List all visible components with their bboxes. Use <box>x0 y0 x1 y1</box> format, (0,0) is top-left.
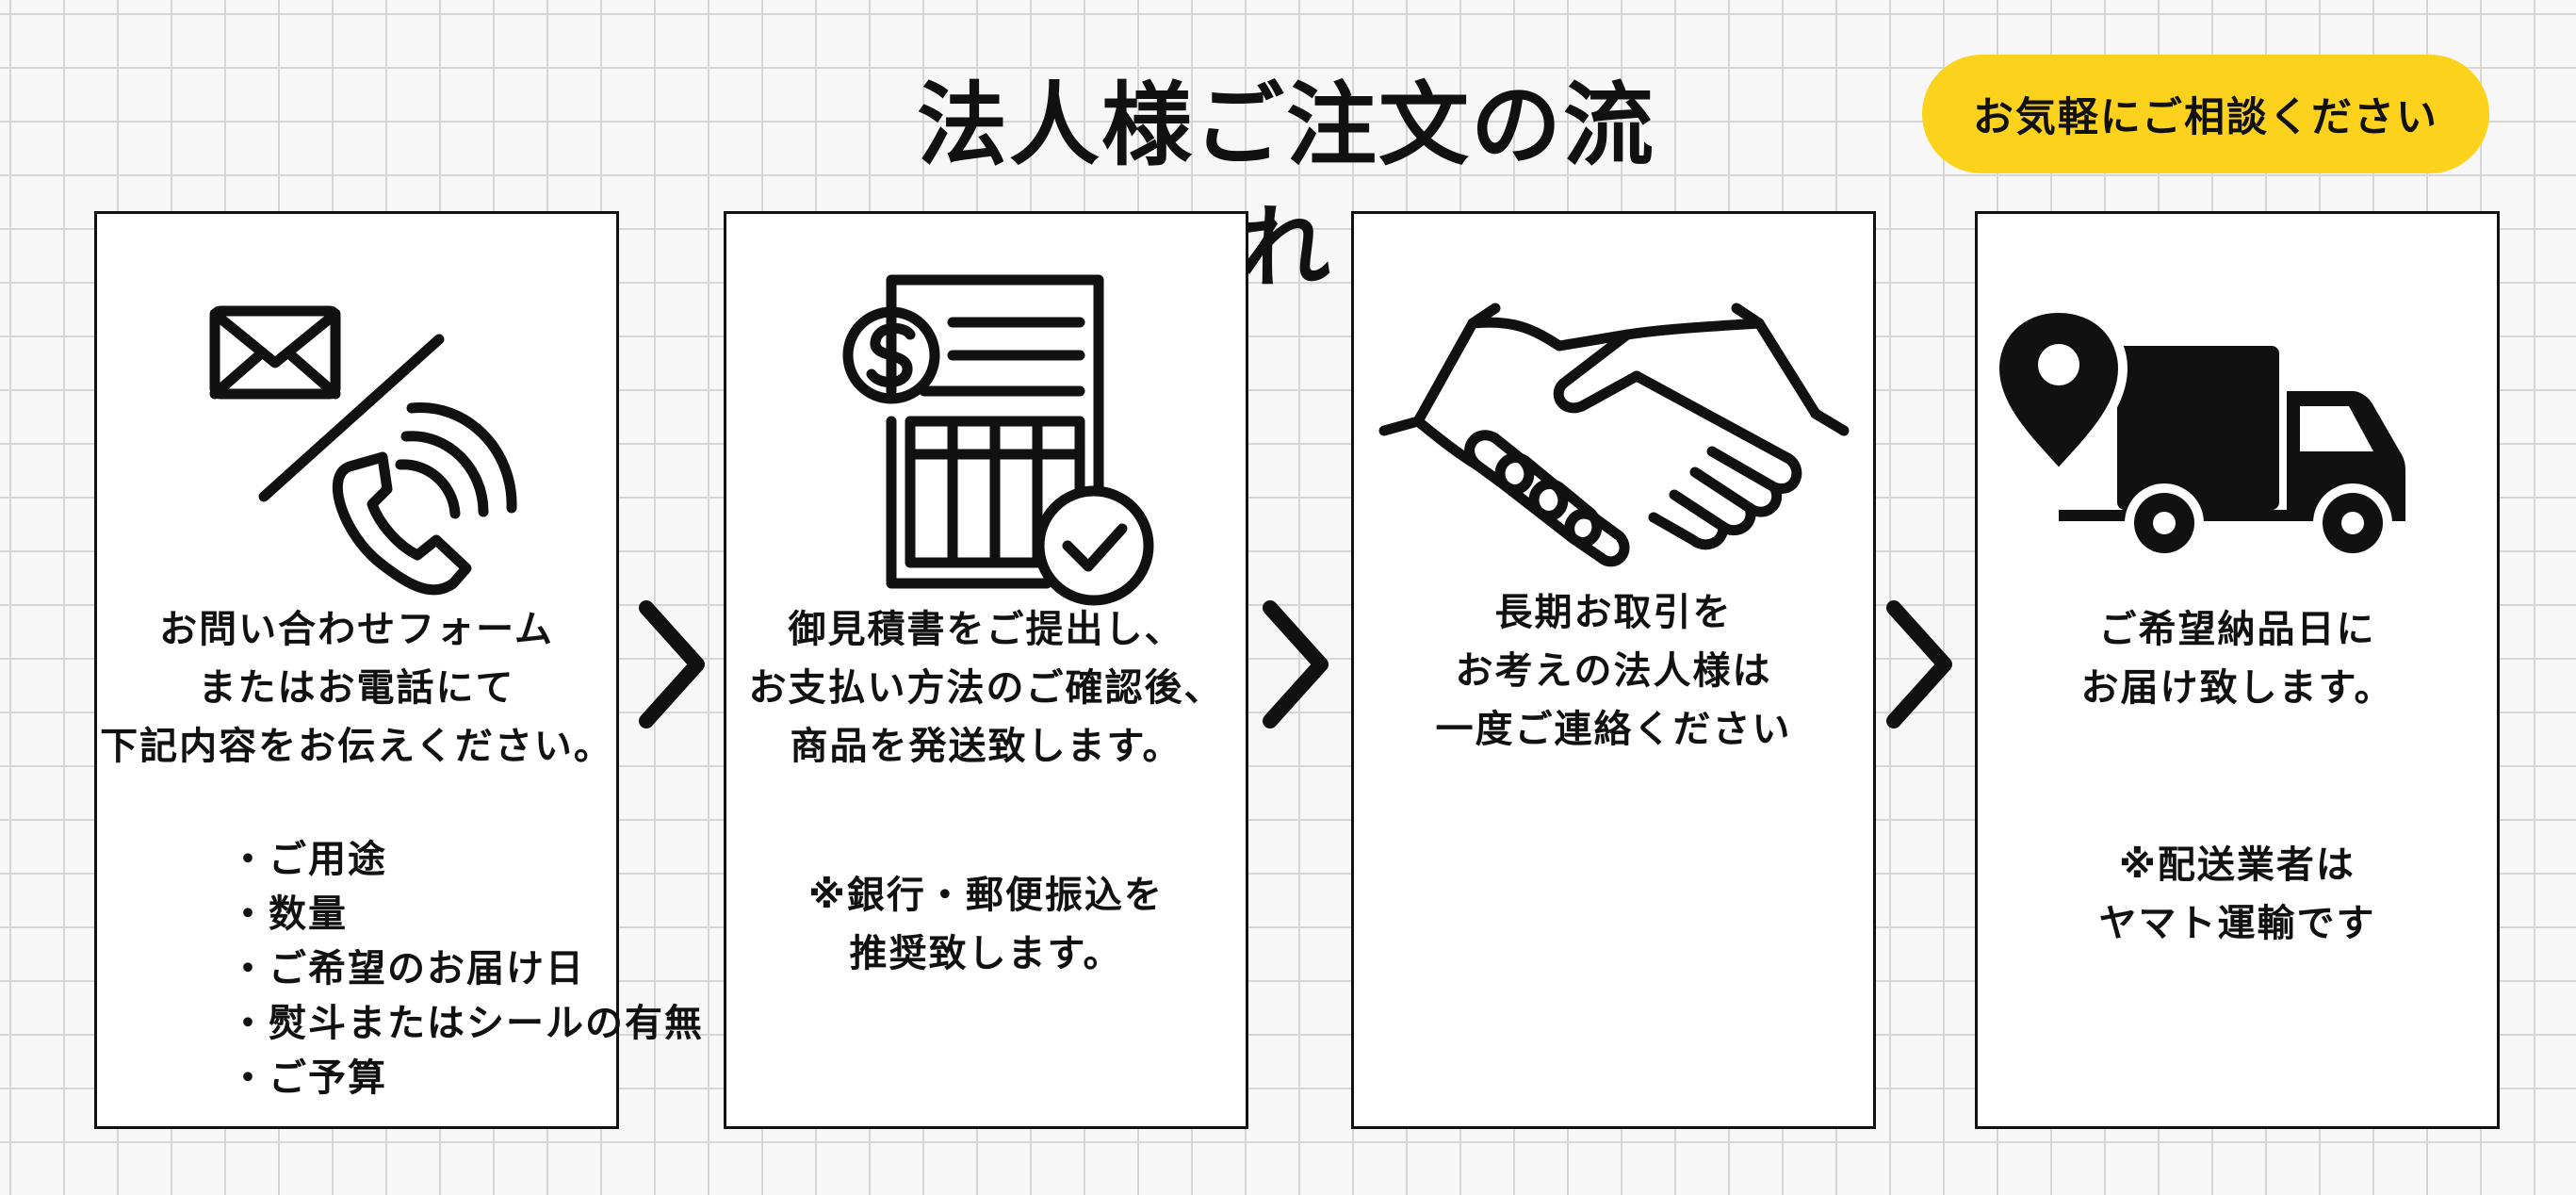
step-4-note-line: ヤマト運輸です <box>2098 902 2376 945</box>
step-2-note-line: ※銀行・郵便振込を <box>808 874 1164 917</box>
step-2-line: 御見積書をご提出し、 <box>788 608 1184 651</box>
step-2-note: ※銀行・郵便振込を 推奨致します。 <box>726 866 1246 983</box>
delivery-truck-icon <box>1978 252 2497 779</box>
step-1-line: またはお電話にて <box>198 666 515 710</box>
invoice-icon <box>726 252 1246 779</box>
step-2-line: お支払い方法のご確認後、 <box>748 666 1224 710</box>
step-1-bullet-list: ・ご用途 ・数量 ・ご希望のお届け日 ・熨斗またはシールの有無 ・ご予算 <box>229 832 704 1105</box>
step-2-line: 商品を発送致します。 <box>790 725 1182 768</box>
page-title: 法人様ご注文の流れ <box>917 73 1655 301</box>
chevron-right-icon <box>1263 600 1329 728</box>
step-4-note-line: ※配送業者は <box>2119 843 2356 887</box>
step-4-line: お届け致します。 <box>2080 666 2394 710</box>
list-item: ・ご用途 <box>229 838 387 881</box>
step-card-4: ご希望納品日に お届け致します。 ※配送業者は ヤマト運輸です <box>1975 211 2500 1129</box>
chevron-right-icon <box>1886 600 1952 728</box>
step-4-note: ※配送業者は ヤマト運輸です <box>1978 836 2497 953</box>
step-card-3: 長期お取引を お考えの法人様は 一度ご連絡ください <box>1351 211 1876 1129</box>
handshake-icon <box>1354 252 1873 779</box>
list-item: ・熨斗またはシールの有無 <box>229 1002 704 1045</box>
step-1-line: お問い合わせフォーム <box>159 608 554 651</box>
list-item: ・数量 <box>229 892 348 936</box>
chevron-right-icon <box>639 600 705 728</box>
list-item: ・ご希望のお届け日 <box>229 947 585 990</box>
step-3-line: 一度ご連絡ください <box>1435 708 1792 751</box>
step-3-line: お考えの法人様は <box>1455 649 1772 693</box>
step-card-1: お問い合わせフォーム またはお電話にて 下記内容をお伝えください。 ・ご用途 ・… <box>94 211 702 1129</box>
consult-badge: お気軽にご相談ください <box>1922 55 2489 173</box>
step-3-description: 長期お取引を お考えの法人様は 一度ご連絡ください <box>1354 583 1873 759</box>
step-2-note-line: 推奨致します。 <box>849 932 1123 975</box>
step-3-line: 長期お取引を <box>1494 591 1733 634</box>
step-4-line: ご希望納品日に <box>2098 608 2376 651</box>
step-4-description: ご希望納品日に お届け致します。 <box>1978 600 2497 717</box>
list-item: ・ご予算 <box>229 1056 387 1100</box>
step-2-description: 御見積書をご提出し、 お支払い方法のご確認後、 商品を発送致します。 <box>726 600 1246 776</box>
step-1-description: お問い合わせフォーム またはお電話にて 下記内容をお伝えください。 <box>97 600 616 776</box>
mail-phone-icon <box>97 252 616 779</box>
step-1-line: 下記内容をお伝えください。 <box>100 725 613 768</box>
step-card-2: 御見積書をご提出し、 お支払い方法のご確認後、 商品を発送致します。 ※銀行・郵… <box>724 211 1248 1129</box>
